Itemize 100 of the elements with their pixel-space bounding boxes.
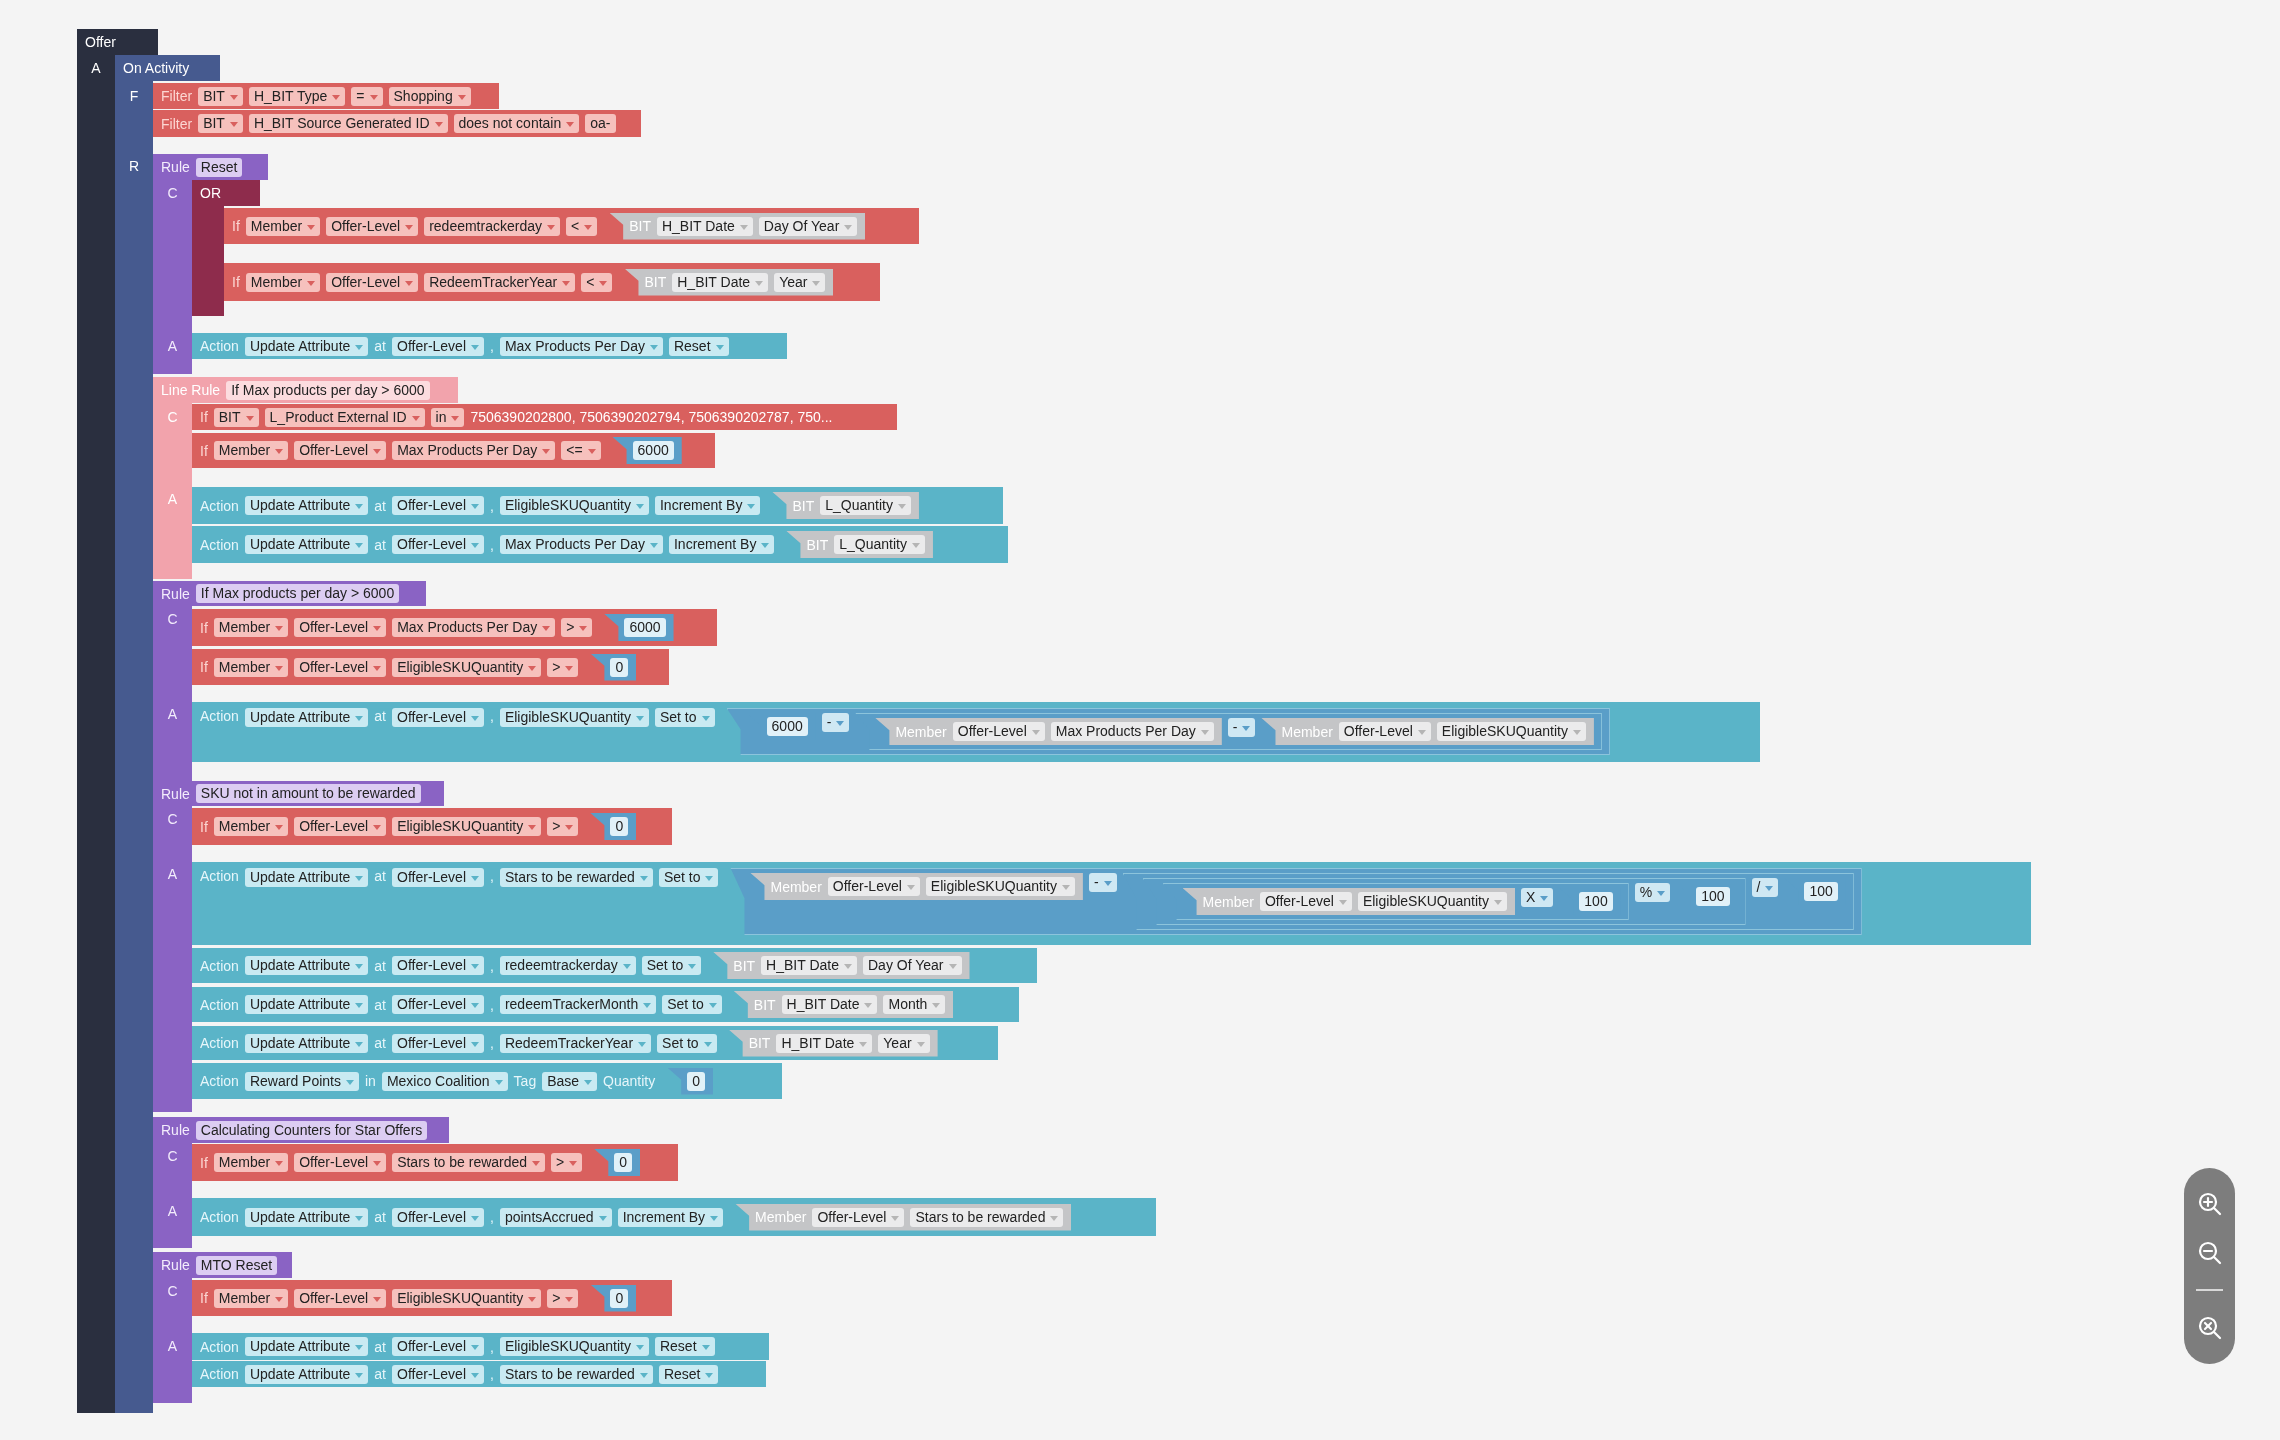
- block-label: ,: [490, 497, 494, 514]
- math-block: [726, 708, 1610, 755]
- dropdown-field: L_Product External ID: [264, 407, 425, 427]
- block-label: in: [364, 1073, 376, 1089]
- dropdown-field: Max Products Per Day: [499, 535, 663, 554]
- action-block: [192, 487, 1003, 524]
- dropdown-field: Reset: [668, 336, 729, 356]
- block-label: Line Rule: [161, 382, 221, 398]
- dropdown-field: Member: [213, 657, 289, 677]
- action-block: [192, 862, 2031, 945]
- dropdown-field: Stars to be rewarded: [499, 868, 653, 887]
- dropdown-field: pointsAccrued: [499, 1207, 612, 1227]
- dropdown-field: <=: [561, 441, 601, 460]
- block-label: If: [200, 659, 208, 675]
- block-label: If: [200, 1290, 208, 1306]
- dropdown-field: <: [565, 216, 598, 236]
- condition-block: [224, 263, 880, 301]
- dropdown-field: Increment By: [654, 496, 761, 515]
- value-field: 0: [614, 1153, 633, 1172]
- dropdown-field: Set to: [641, 956, 702, 975]
- action-block: [192, 1361, 766, 1387]
- dropdown-field: =: [351, 86, 383, 106]
- dropdown-field: in: [430, 407, 465, 427]
- dropdown-field: EligibleSKUQuantity: [392, 657, 542, 677]
- dropdown-field: Update Attribute: [244, 1364, 369, 1384]
- dropdown-field: Offer-Level: [392, 995, 484, 1014]
- section-letter: C: [166, 611, 179, 627]
- dropdown-field: redeemTrackerMonth: [499, 995, 657, 1014]
- dropdown-field: Stars to be rewarded: [910, 1207, 1064, 1227]
- dropdown-field: L_Quantity: [834, 535, 925, 554]
- block-label: Action: [200, 957, 239, 974]
- number-block: [590, 1284, 637, 1312]
- dropdown-field: Update Attribute: [244, 336, 369, 356]
- dropdown-field: Offer-Level: [392, 1364, 484, 1384]
- section-letter: R: [127, 158, 141, 174]
- number-block: [667, 1067, 714, 1095]
- dropdown-field: Set to: [658, 868, 719, 887]
- value-field: 100: [1579, 892, 1613, 911]
- dropdown-field: -: [1088, 873, 1117, 892]
- dropdown-field: does not contain: [453, 114, 580, 133]
- dropdown-field: EligibleSKUQuantity: [499, 1337, 649, 1356]
- block-label: Rule: [161, 785, 190, 802]
- block-label: at: [374, 536, 386, 553]
- dropdown-field: Update Attribute: [244, 956, 369, 975]
- action-block: [192, 1198, 1156, 1236]
- dropdown-field: EligibleSKUQuantity: [1357, 892, 1507, 911]
- number-block: [604, 614, 674, 641]
- dropdown-field: EligibleSKUQuantity: [499, 496, 649, 515]
- dropdown-field: <: [581, 272, 613, 292]
- value-field: 0: [687, 1071, 706, 1091]
- section-letter: C: [166, 1283, 179, 1299]
- action-block: [192, 526, 1008, 563]
- dropdown-field: >: [547, 657, 579, 677]
- block-label: If: [232, 218, 240, 234]
- dropdown-field: Update Attribute: [244, 1337, 369, 1356]
- dropdown-field: BIT: [198, 114, 243, 133]
- dropdown-field: Member: [245, 216, 321, 236]
- dropdown-field: BIT: [213, 407, 259, 427]
- dropdown-field: Stars to be rewarded: [499, 1364, 653, 1384]
- dropdown-field: Increment By: [617, 1207, 724, 1227]
- block-label: BIT: [806, 536, 829, 553]
- block-label: Offer: [85, 34, 116, 50]
- condition-block: [224, 208, 919, 244]
- dropdown-field: Offer-Level: [392, 1337, 484, 1356]
- block-label: Member: [1281, 723, 1333, 740]
- block-label: BIT: [748, 1035, 771, 1051]
- section-letter: A: [166, 1203, 179, 1219]
- dropdown-field: Month: [883, 995, 946, 1014]
- dropdown-field: Max Products Per Day: [499, 336, 663, 356]
- dropdown-field: Offer-Level: [392, 708, 484, 727]
- dropdown-field: EligibleSKUQuantity: [1436, 722, 1586, 741]
- block-label: BIT: [733, 957, 756, 974]
- dropdown-field: >: [551, 1153, 583, 1172]
- dropdown-field: Set to: [662, 995, 722, 1014]
- block-label: BIT: [644, 274, 667, 290]
- dropdown-field: Offer-Level: [392, 535, 484, 554]
- block-label: Action: [200, 1366, 239, 1382]
- condition-block: [153, 83, 499, 109]
- value-block: [728, 1029, 938, 1057]
- block-label: Action: [200, 1338, 239, 1355]
- dropdown-field: BIT: [198, 86, 243, 106]
- dropdown-field: Update Attribute: [244, 868, 369, 887]
- block-label: Action: [200, 868, 239, 884]
- block-label: Action: [200, 708, 239, 724]
- dropdown-field: Update Attribute: [244, 496, 369, 515]
- dropdown-field: Mexico Coalition: [381, 1071, 508, 1091]
- block-label: Action: [200, 338, 239, 354]
- dropdown-field: H_BIT Date: [761, 956, 857, 975]
- section-letter: C: [166, 811, 179, 827]
- block-label: at: [374, 868, 386, 884]
- block-text: 7506390202800, 7506390202794, 7506390202787, 750...: [470, 409, 833, 425]
- block-label: Member: [755, 1209, 807, 1225]
- dropdown-field: Year: [774, 272, 826, 292]
- block-label: ,: [490, 1035, 494, 1051]
- block-label: at: [374, 1035, 386, 1051]
- dropdown-field: H_BIT Date: [776, 1033, 873, 1053]
- block-label: ,: [490, 996, 494, 1013]
- condition-block: [192, 609, 717, 646]
- dropdown-field: %: [1634, 883, 1671, 902]
- dropdown-field: >: [547, 1288, 579, 1308]
